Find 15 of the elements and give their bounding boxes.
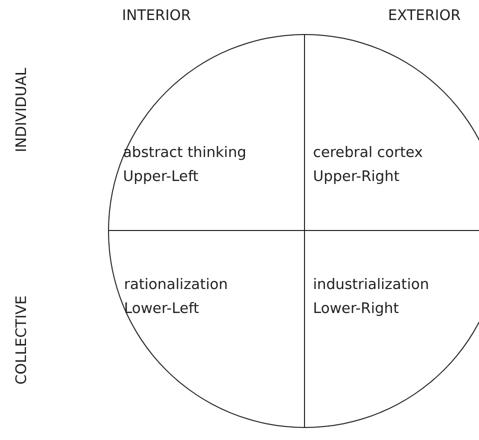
quadrant-label: Lower-Right xyxy=(313,300,399,319)
quadrant-heading: industrialization xyxy=(313,276,430,295)
quadrant-heading: abstract thinking xyxy=(123,144,246,163)
quadrant-label: Lower-Left xyxy=(124,300,200,319)
quadrant-heading: rationalization xyxy=(124,276,228,295)
quadrant-label: Upper-Left xyxy=(123,168,198,187)
upper-right-quadrant xyxy=(305,34,479,231)
row-heading: INDIVIDUAL xyxy=(14,68,30,152)
quadrant-label: Upper-Right xyxy=(313,168,400,187)
column-heading: INTERIOR xyxy=(122,8,191,24)
lower-left-quadrant xyxy=(108,231,305,428)
column-heading: EXTERIOR xyxy=(388,8,461,24)
upper-left-quadrant xyxy=(108,34,305,231)
quadrant-heading: cerebral cortex xyxy=(313,144,423,163)
row-heading: COLLECTIVE xyxy=(14,295,30,385)
